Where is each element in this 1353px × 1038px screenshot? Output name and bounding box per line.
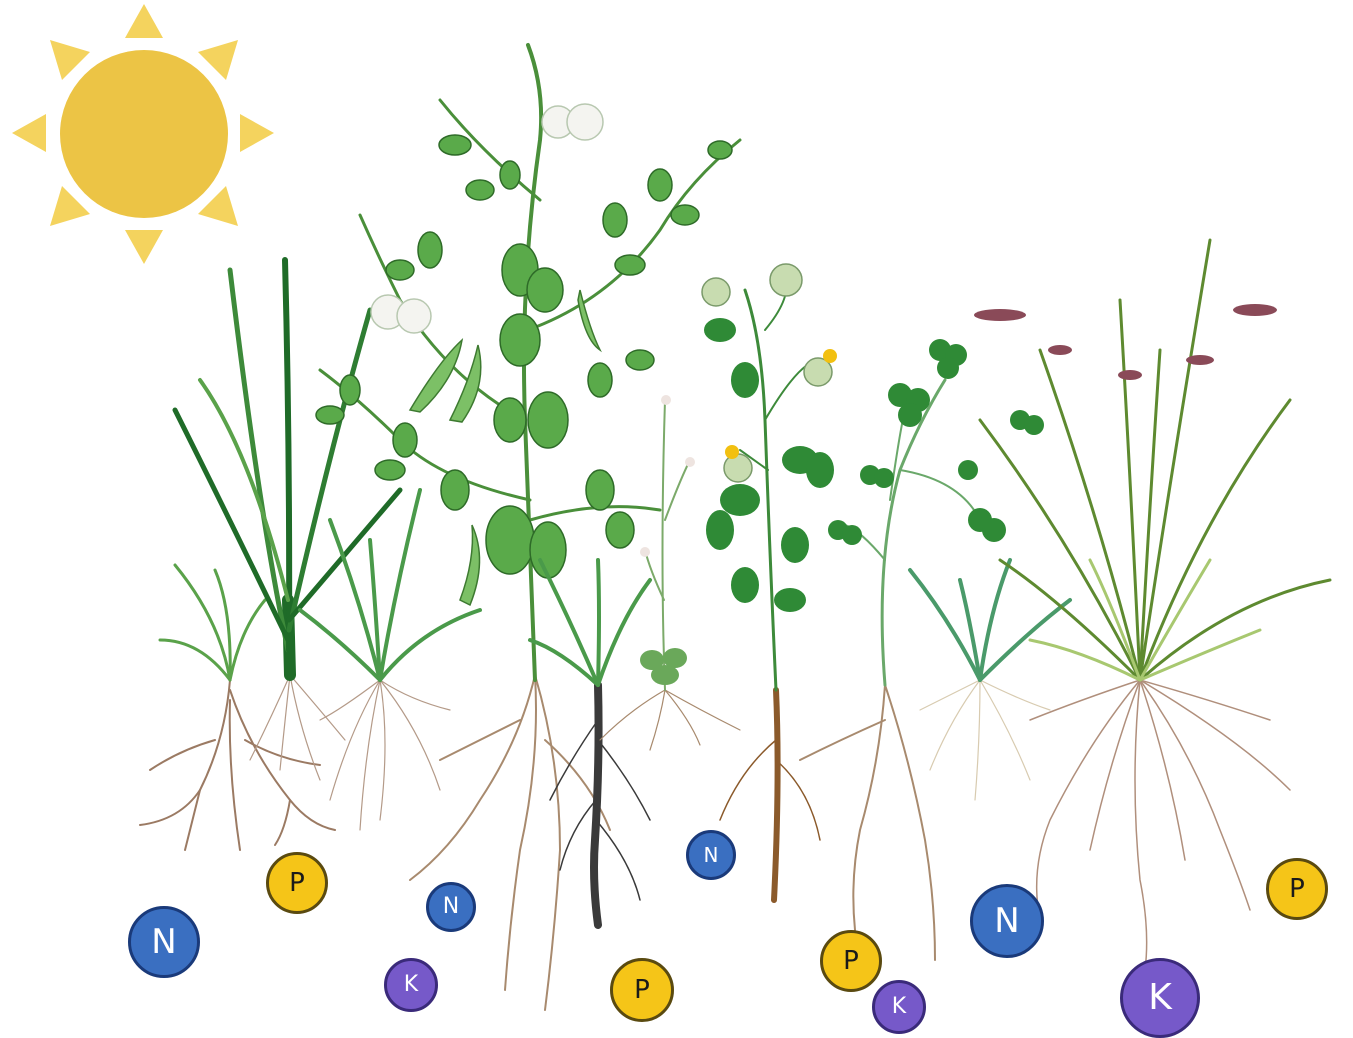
tall-grass-icon	[175, 260, 400, 675]
pea-plant-icon	[316, 45, 740, 680]
nutrient-symbol: P	[843, 948, 859, 974]
clover-plant-icon	[828, 339, 1044, 685]
nutrient-token: N	[970, 884, 1044, 958]
grass-tuft-icon	[300, 490, 480, 680]
clover-medic-icon	[702, 264, 837, 690]
bunch-grass-roots	[1030, 680, 1290, 970]
medic-taproot	[720, 690, 820, 900]
nutrient-token: P	[820, 930, 882, 992]
taproot-dark	[550, 685, 650, 925]
bunch-grass-icon	[974, 240, 1330, 680]
nutrient-token: P	[610, 958, 674, 1022]
nutrient-symbol: P	[289, 870, 305, 896]
grass-tuft-icon	[910, 560, 1070, 680]
nutrient-token: K	[1120, 958, 1200, 1038]
clover-roots	[800, 685, 935, 960]
pale-fibrous-roots	[920, 680, 1050, 800]
nutrient-token: K	[384, 958, 438, 1012]
nutrient-symbol: P	[1289, 876, 1305, 902]
nutrient-token: P	[1266, 858, 1328, 920]
nutrient-token: K	[872, 980, 926, 1034]
nutrient-token: P	[266, 852, 328, 914]
fibrous-roots	[250, 675, 450, 830]
nutrient-symbol: N	[704, 845, 719, 865]
nutrient-symbol: N	[151, 925, 176, 959]
nutrient-token: N	[686, 830, 736, 880]
nutrient-symbol: K	[892, 996, 906, 1018]
plants	[160, 45, 1330, 690]
nutrient-symbol: K	[1148, 980, 1172, 1016]
grass-tuft-icon	[530, 560, 650, 685]
sun-icon	[12, 4, 274, 264]
small-flowering-plant-icon	[640, 395, 695, 690]
pea-roots	[410, 675, 610, 1010]
nutrient-symbol: N	[443, 896, 459, 918]
nutrient-symbol: K	[404, 974, 418, 996]
nutrient-token: N	[426, 882, 476, 932]
small-plant-roots	[600, 690, 740, 750]
nutrient-token: N	[128, 906, 200, 978]
grass-seedling-icon	[160, 565, 265, 680]
grass-seedling-roots	[140, 680, 335, 850]
nutrient-symbol: N	[994, 904, 1019, 938]
nutrient-symbol: P	[634, 977, 650, 1003]
